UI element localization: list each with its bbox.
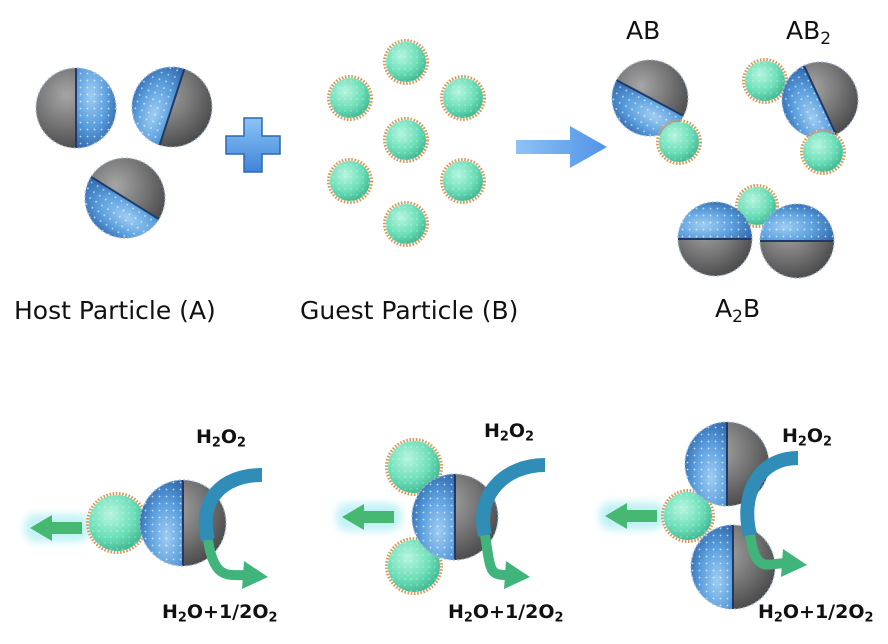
reactant-label-2: H2O2 bbox=[484, 420, 535, 445]
host-particle-2 bbox=[131, 66, 213, 148]
guest-texture bbox=[89, 495, 145, 551]
reaction-arrows bbox=[198, 468, 268, 589]
host-particle-label: Host Particle (A) bbox=[14, 296, 216, 325]
particle-rim bbox=[131, 66, 213, 148]
particle-rim bbox=[139, 479, 227, 567]
guest-rim bbox=[327, 75, 373, 121]
guest-texture bbox=[388, 441, 440, 493]
guest-rim bbox=[383, 39, 429, 85]
left-arrow-icon bbox=[24, 514, 90, 542]
guest-texture bbox=[388, 540, 440, 592]
assembly-ab2 bbox=[742, 58, 859, 175]
guest-rim bbox=[440, 158, 486, 204]
ab-label: AB bbox=[626, 16, 661, 45]
janus-boundary bbox=[158, 68, 186, 146]
product-arrowhead bbox=[781, 549, 807, 577]
guest-texture bbox=[659, 122, 699, 162]
host-particle-3 bbox=[84, 157, 166, 239]
reaction-arrows bbox=[740, 451, 807, 577]
particle-rim bbox=[611, 59, 689, 137]
guest-particle-label: Guest Particle (B) bbox=[300, 296, 519, 325]
arrow-body bbox=[30, 515, 82, 541]
ab2-label: AB2 bbox=[786, 16, 832, 49]
assembly-ab bbox=[611, 59, 702, 165]
coating-dots bbox=[85, 176, 159, 238]
guest-rim bbox=[742, 58, 788, 104]
guest-texture bbox=[803, 132, 843, 172]
guest-rim bbox=[661, 489, 715, 543]
janus-boundary bbox=[615, 79, 685, 117]
guest-texture bbox=[443, 78, 483, 118]
product-arrow bbox=[203, 539, 249, 581]
reactant-label-1: H2O2 bbox=[196, 426, 247, 451]
guest-rim bbox=[735, 184, 779, 228]
top-diagram bbox=[35, 39, 859, 279]
particle-rim bbox=[35, 67, 117, 149]
guest-rim bbox=[440, 75, 486, 121]
coating-dots bbox=[760, 204, 834, 241]
arrow-body bbox=[342, 504, 394, 530]
reactant-arrow bbox=[476, 458, 546, 537]
guest-texture bbox=[443, 161, 483, 201]
guest-texture bbox=[745, 61, 785, 101]
bottom-diagram bbox=[24, 421, 807, 610]
guest-rim bbox=[385, 438, 443, 496]
guest-rim bbox=[656, 119, 702, 165]
coating-dots bbox=[412, 474, 455, 560]
assembly-a2b bbox=[677, 184, 835, 279]
guest-texture bbox=[386, 42, 426, 82]
reactant-arrow bbox=[198, 468, 263, 542]
guest-texture bbox=[738, 187, 776, 225]
product-arrowhead bbox=[504, 561, 530, 589]
guest-texture bbox=[330, 78, 370, 118]
janus-boundary bbox=[803, 65, 837, 135]
right-arrow-icon bbox=[516, 126, 607, 168]
particle-rim bbox=[411, 473, 499, 561]
host-particle-1 bbox=[35, 67, 117, 149]
motor-ab2 bbox=[336, 438, 546, 595]
guest-rim bbox=[800, 129, 846, 175]
plus-icon bbox=[225, 117, 281, 173]
guest-texture bbox=[664, 492, 712, 540]
product-label-3: H2O+1/2O2 bbox=[758, 601, 874, 626]
left-arrow-icon bbox=[336, 503, 402, 531]
particle-rim bbox=[84, 157, 166, 239]
product-arrowhead bbox=[242, 561, 268, 589]
motor-ab bbox=[24, 468, 268, 589]
guest-particles bbox=[327, 39, 486, 247]
particle-rim bbox=[677, 201, 753, 277]
coating-dots bbox=[685, 422, 727, 506]
coating-dots bbox=[612, 80, 684, 136]
product-label-2: H2O+1/2O2 bbox=[448, 601, 564, 626]
guest-rim bbox=[383, 117, 429, 163]
coating-dots bbox=[140, 480, 183, 566]
a2b-label: A2B bbox=[715, 294, 761, 327]
arrow-body bbox=[605, 503, 657, 529]
coating-dots bbox=[691, 525, 733, 609]
guest-texture bbox=[386, 204, 426, 244]
coating-dots bbox=[782, 65, 837, 138]
janus-boundary bbox=[90, 175, 160, 221]
coating-dots bbox=[132, 67, 185, 146]
product-arrow bbox=[745, 534, 788, 570]
left-arrow-icon bbox=[599, 502, 665, 530]
guest-texture bbox=[386, 120, 426, 160]
product-label-1: H2O+1/2O2 bbox=[162, 601, 278, 626]
particle-rim bbox=[759, 203, 835, 279]
reactant-arrow bbox=[740, 451, 799, 537]
guest-texture bbox=[330, 161, 370, 201]
guest-rim bbox=[383, 201, 429, 247]
reaction-arrows bbox=[476, 458, 546, 589]
guest-rim bbox=[327, 158, 373, 204]
motor-a2b bbox=[599, 421, 807, 610]
coating-dots bbox=[678, 202, 752, 239]
guest-rim bbox=[385, 537, 443, 595]
coating-dots bbox=[76, 68, 116, 148]
reactant-label-3: H2O2 bbox=[782, 425, 833, 450]
